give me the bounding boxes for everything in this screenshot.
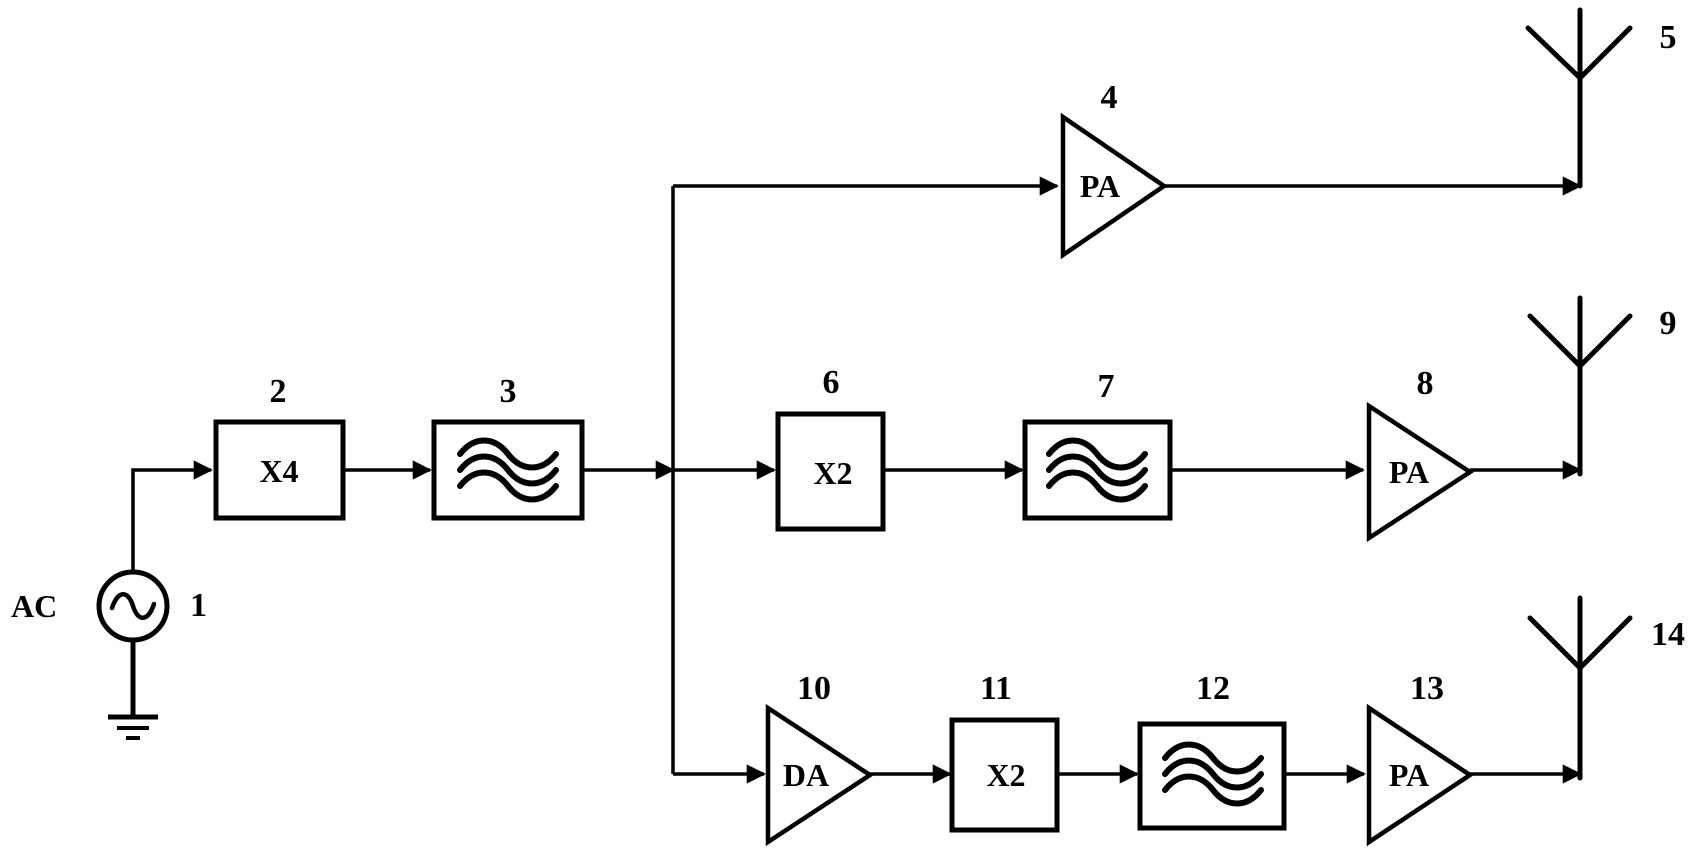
bandpass-filter-12-number: 12: [1196, 670, 1230, 707]
power-amplifier-4-number: 4: [1101, 79, 1118, 116]
power-amplifier-8-label: PA: [1389, 454, 1429, 490]
ac-source-label: AC: [11, 588, 57, 624]
multiplier-x2-6-label: X2: [813, 455, 852, 491]
bandpass-filter-12: [1140, 724, 1284, 828]
power-amplifier-13-number: 13: [1410, 670, 1444, 707]
antenna-5: [1528, 10, 1630, 186]
bandpass-filter-3-number: 3: [500, 373, 517, 410]
antenna-9: [1530, 298, 1630, 474]
bandpass-filter-7: [1025, 422, 1170, 518]
multiplier-x2-11-label: X2: [986, 757, 1025, 793]
antenna-9-number: 9: [1660, 305, 1677, 342]
power-amplifier-13-label: PA: [1389, 757, 1429, 793]
driver-amplifier-10-label: DA: [783, 757, 829, 793]
multiplier-x4-label: X4: [259, 453, 298, 489]
ac-source: [99, 572, 167, 640]
bandpass-filter-7-number: 7: [1098, 368, 1115, 405]
antenna-14: [1530, 598, 1630, 778]
multiplier-x2-11-number: 11: [980, 670, 1012, 707]
bandpass-filter-3: [434, 422, 582, 518]
antenna-14-number: 14: [1651, 616, 1685, 653]
ac-source-number: 1: [190, 587, 207, 624]
power-amplifier-8-number: 8: [1417, 365, 1434, 402]
driver-amplifier-10-number: 10: [797, 670, 831, 707]
antenna-5-number: 5: [1660, 19, 1677, 56]
power-amplifier-4-label: PA: [1080, 168, 1120, 204]
multiplier-x2-6-number: 6: [823, 364, 840, 401]
ground-symbol: [108, 640, 158, 738]
multiplier-x4-number: 2: [270, 373, 287, 410]
